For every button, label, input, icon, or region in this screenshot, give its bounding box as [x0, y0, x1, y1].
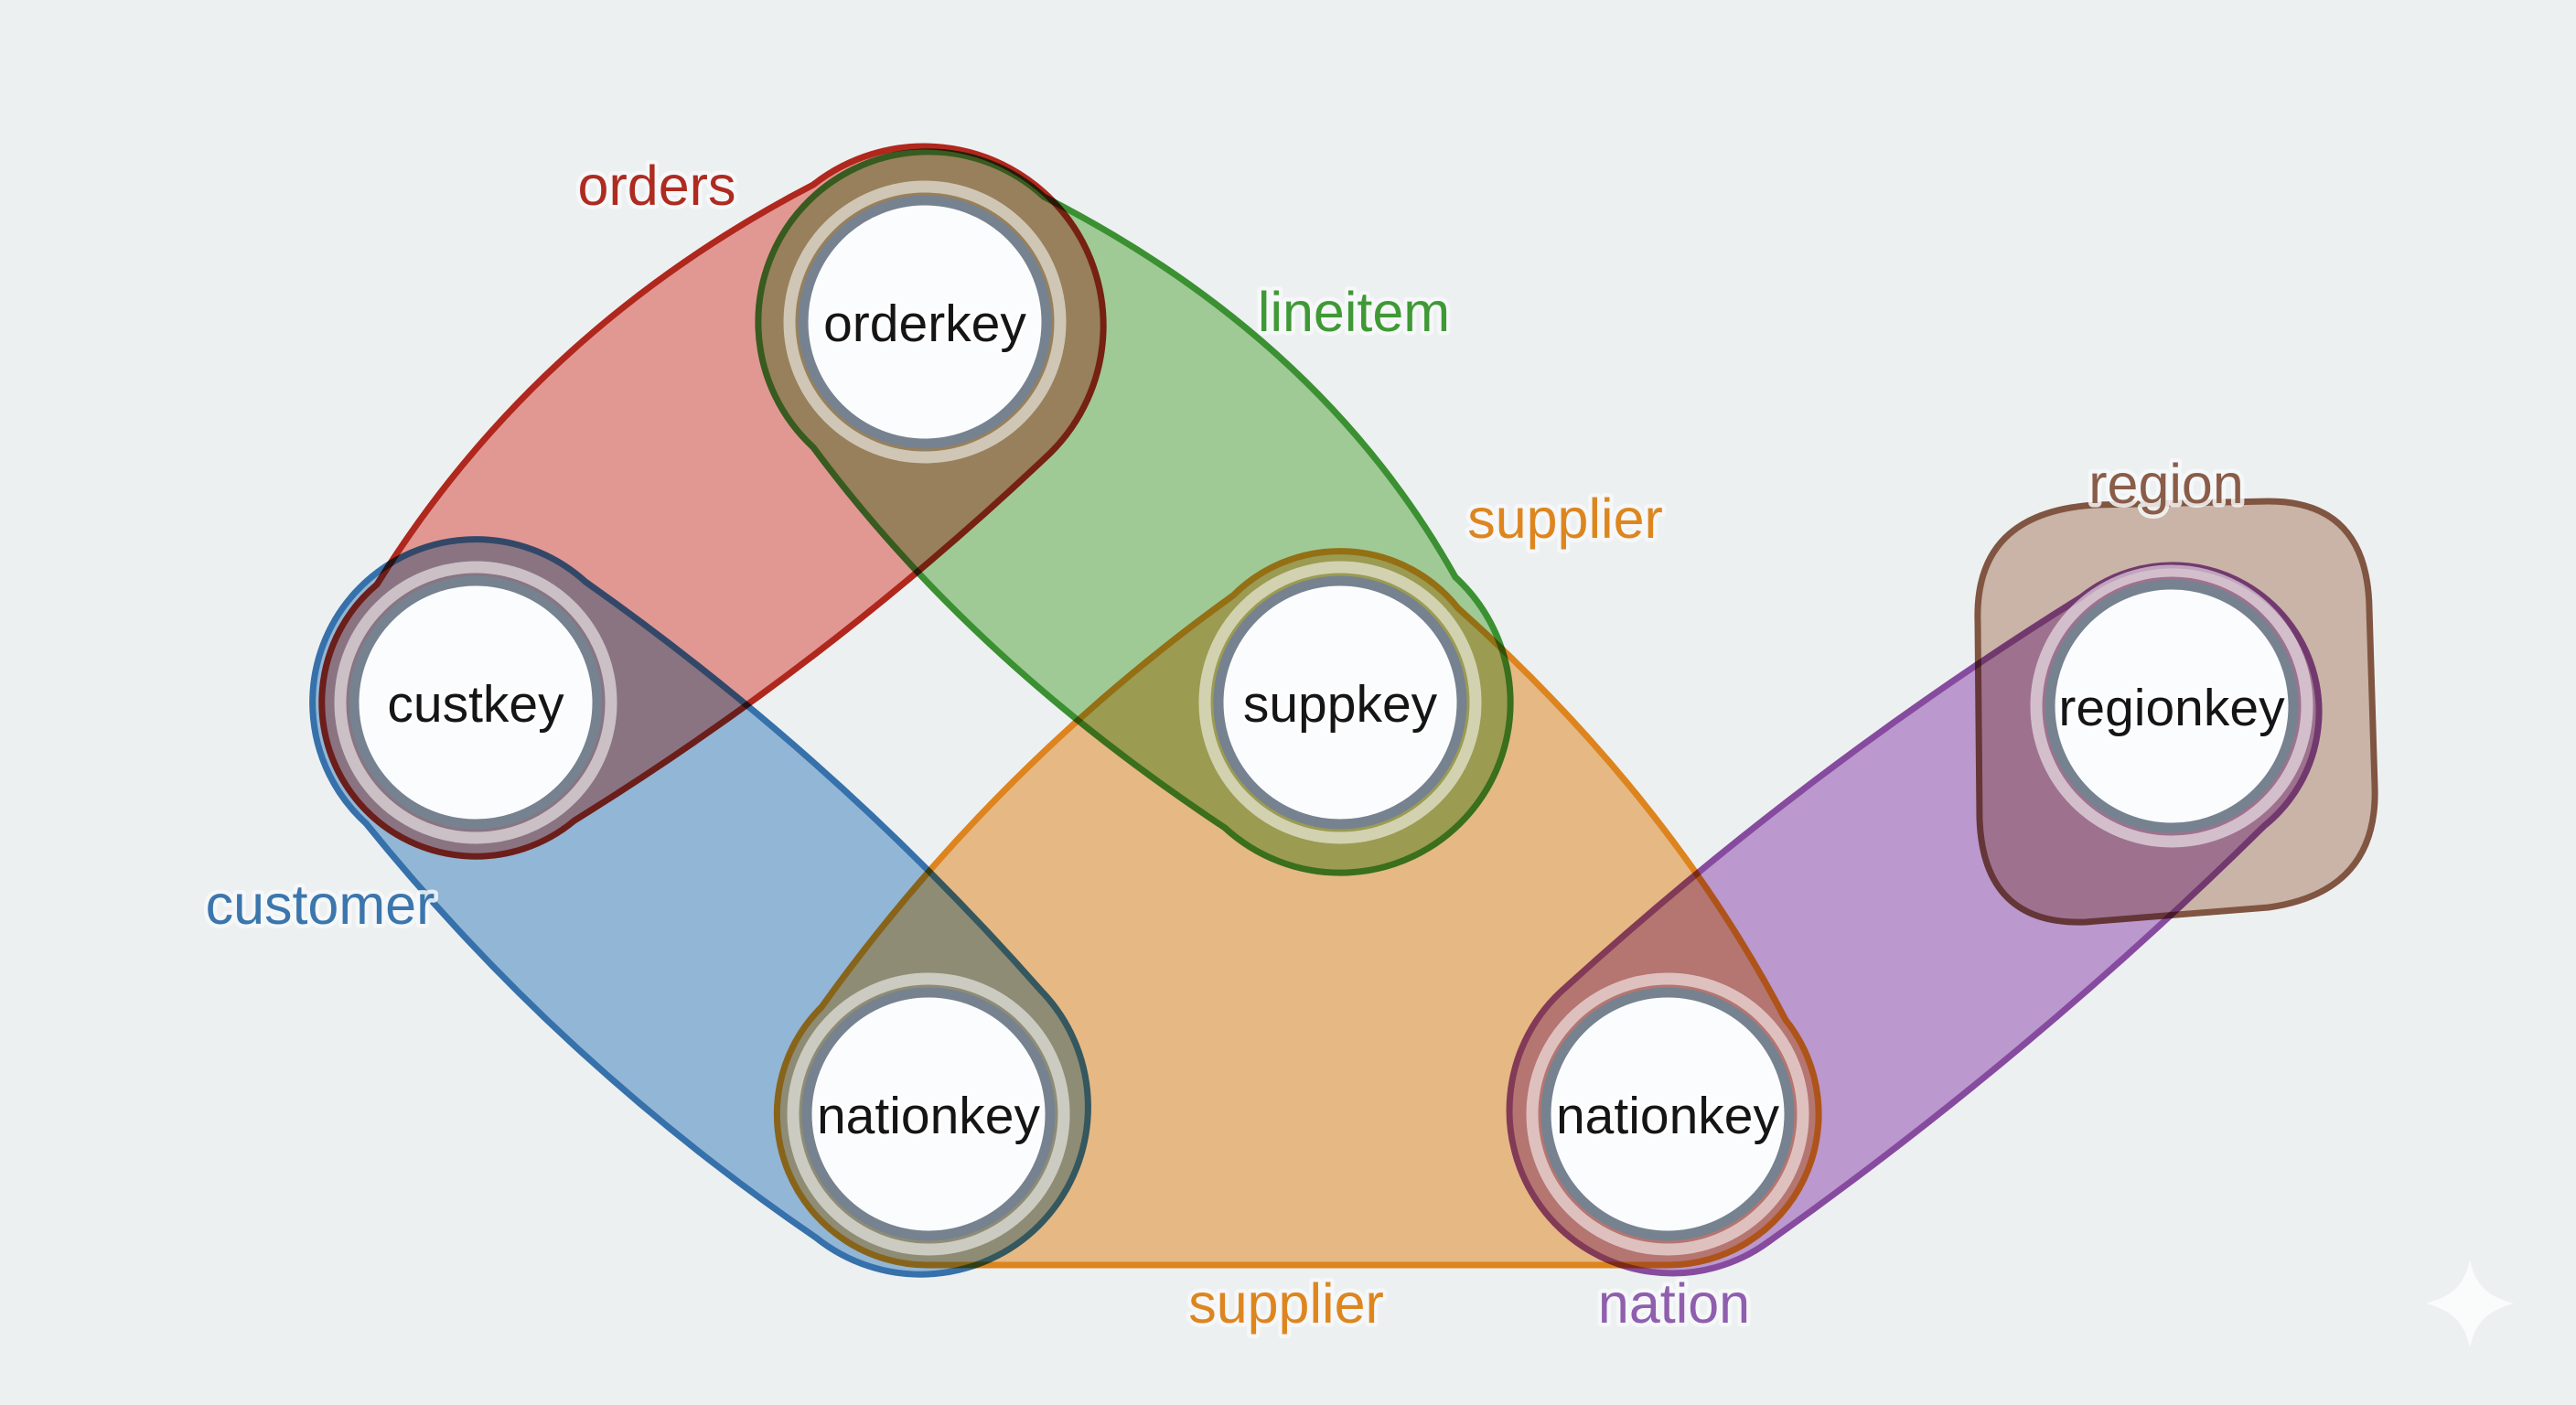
- node-regionkey: regionkey: [2030, 564, 2313, 848]
- node-nationkey-right-label: nationkey: [1556, 1087, 1780, 1145]
- edge-label-supplier-top: supplier: [1467, 488, 1663, 550]
- node-nationkey-left-halo: [787, 972, 1070, 1256]
- node-custkey-halo: [334, 561, 617, 844]
- node-suppkey: suppkey: [1198, 561, 1482, 844]
- node-orderkey-halo: [783, 180, 1067, 464]
- node-nationkey-left-label: nationkey: [817, 1087, 1041, 1145]
- node-custkey-label: custkey: [387, 675, 564, 734]
- node-suppkey-circle: [1213, 575, 1467, 830]
- attribute-nodes: orderkey custkey suppkey nationkey natio…: [334, 180, 2313, 1256]
- node-nationkey-right: nationkey: [1526, 972, 1809, 1256]
- node-custkey: custkey: [334, 561, 617, 844]
- node-regionkey-halo: [2030, 564, 2313, 848]
- hyperedge-labels: orders lineitem supplier region customer…: [201, 151, 2248, 1339]
- node-suppkey-halo: [1198, 561, 1482, 844]
- edge-label-customer: customer: [206, 874, 435, 936]
- node-suppkey-label: suppkey: [1243, 675, 1438, 734]
- node-regionkey-circle: [2045, 579, 2299, 833]
- edge-label-supplier-bottom: supplier: [1188, 1272, 1384, 1335]
- node-nationkey-right-halo: [1526, 972, 1809, 1256]
- edge-label-nation: nation: [1598, 1272, 1750, 1335]
- edge-label-orders: orders: [578, 155, 736, 217]
- node-nationkey-left: nationkey: [787, 972, 1070, 1256]
- sparkle-icon: [2426, 1260, 2514, 1347]
- node-nationkey-right-circle: [1540, 987, 1795, 1241]
- node-custkey-circle: [349, 575, 603, 830]
- node-orderkey: orderkey: [783, 180, 1067, 464]
- node-orderkey-label: orderkey: [823, 295, 1026, 353]
- node-regionkey-label: regionkey: [2058, 679, 2285, 737]
- edge-label-region: region: [2088, 453, 2244, 515]
- edge-label-lineitem: lineitem: [1258, 281, 1450, 343]
- node-orderkey-circle: [798, 195, 1052, 449]
- node-nationkey-left-circle: [801, 987, 1056, 1241]
